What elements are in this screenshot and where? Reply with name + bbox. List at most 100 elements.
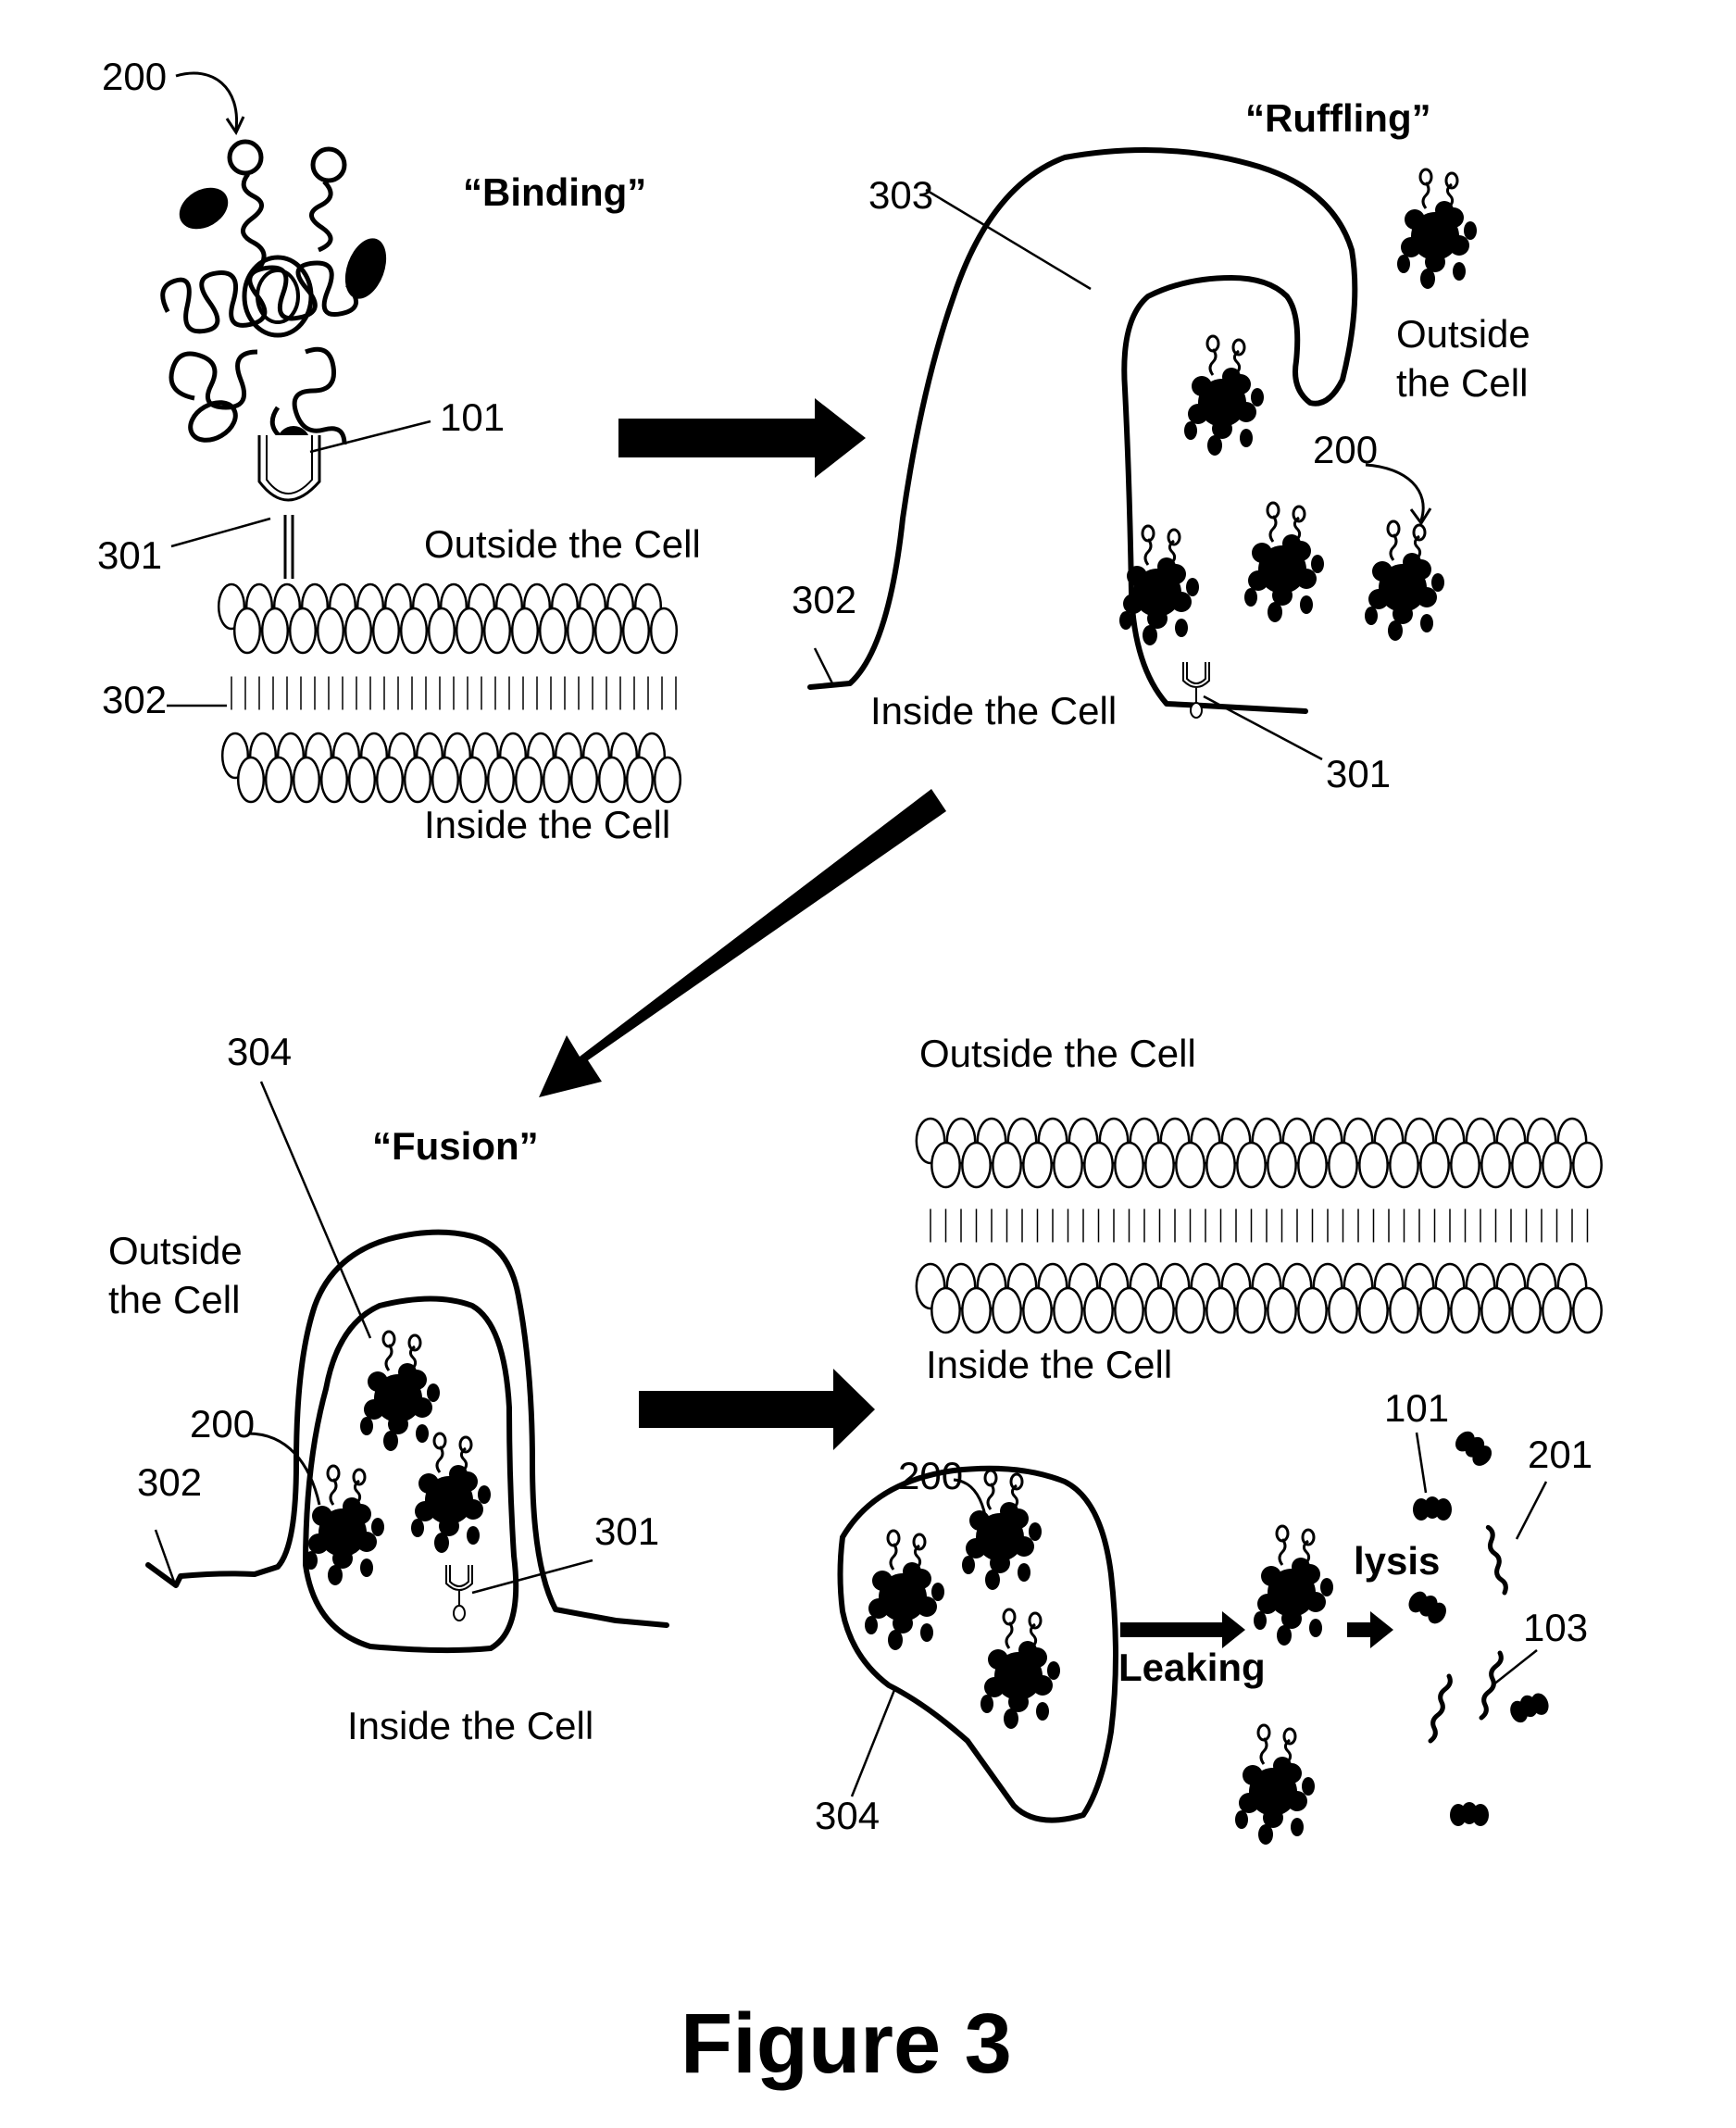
binding-membrane-lipid-head xyxy=(427,607,456,655)
nanoparticle-fusion-a xyxy=(358,1330,442,1453)
leader-201-release xyxy=(1515,1481,1548,1540)
receptor-301-binding xyxy=(257,435,321,579)
membrane-302-fusion xyxy=(145,1229,669,1628)
arrow-fusion-to-release xyxy=(639,1369,875,1450)
ref-101-binding: 101 xyxy=(440,395,505,439)
ref-200-fusion: 200 xyxy=(190,1402,255,1446)
release-membrane-lipid-head xyxy=(1358,1286,1389,1334)
outside-fusion-line1: Outside xyxy=(108,1229,243,1272)
binding-membrane-lipid-head xyxy=(232,607,262,655)
release-membrane-lipid-head xyxy=(1389,1141,1419,1189)
release-membrane-lipid-head xyxy=(1236,1286,1267,1334)
binding-membrane-lipid-head xyxy=(542,756,571,804)
ruffling-title: “Ruffling” xyxy=(1245,96,1431,140)
binding-membrane-lipid-head xyxy=(264,756,293,804)
fragment-c xyxy=(1506,1688,1552,1725)
nanoparticle-fusion-b xyxy=(303,1464,386,1587)
leader-302-fusion xyxy=(154,1529,176,1583)
release-membrane-lipid-head xyxy=(961,1141,992,1189)
vesicle-304-fusion xyxy=(303,1296,519,1654)
ref-304-release: 304 xyxy=(815,1794,880,1837)
leader-200-ruffle xyxy=(1365,463,1425,521)
ref-200-binding: 200 xyxy=(102,55,167,98)
binding-membrane-lipid-head xyxy=(566,607,595,655)
release-membrane-lipid-head xyxy=(1542,1141,1572,1189)
release-membrane-lipid-head xyxy=(1144,1286,1175,1334)
binding-membrane-lipid-head xyxy=(431,756,460,804)
release-membrane-lipid-head xyxy=(1053,1286,1083,1334)
release-membrane-lipid-head xyxy=(1358,1141,1389,1189)
binding-membrane-lipid-head xyxy=(514,756,543,804)
vesicle-304-release xyxy=(837,1465,1118,1823)
binding-membrane-lipid-head xyxy=(260,607,290,655)
leaking-label: Leaking xyxy=(1118,1646,1266,1689)
release-membrane-lipid-head xyxy=(1022,1286,1053,1334)
release-membrane-lipid-head xyxy=(930,1141,961,1189)
release-membrane-lipid-head xyxy=(1267,1286,1297,1334)
nanoparticle-leaked-a xyxy=(1252,1524,1335,1647)
release-membrane-lipid-head xyxy=(1083,1141,1114,1189)
release-membrane-lipid-head xyxy=(1450,1286,1480,1334)
release-membrane-lipid-head xyxy=(930,1286,961,1334)
figure-caption: Figure 3 xyxy=(681,1997,1012,2091)
release-membrane-lipid-head xyxy=(992,1141,1022,1189)
nanoparticle-release-a xyxy=(863,1529,946,1652)
ref-103-release: 103 xyxy=(1523,1606,1588,1649)
binding-membrane-lipid-head xyxy=(593,607,623,655)
outside-ruffle-line1: Outside xyxy=(1396,312,1530,356)
binding-membrane-lipid-head xyxy=(371,607,401,655)
release-membrane-lipid-head xyxy=(1511,1141,1542,1189)
binding-membrane-lipid-head xyxy=(375,756,405,804)
nanoparticle-fusion-c xyxy=(409,1432,493,1555)
binding-membrane-lipid-head xyxy=(316,607,345,655)
leader-103-release xyxy=(1492,1649,1538,1686)
release-membrane-lipid-head xyxy=(1572,1286,1603,1334)
binding-membrane-lipid-head xyxy=(486,756,516,804)
binding-membrane-lipid-head xyxy=(399,607,429,655)
receptor-301-fusion xyxy=(445,1564,473,1621)
leader-200-fusion xyxy=(247,1432,321,1506)
nanoparticle-ruffle-outside xyxy=(1395,168,1479,291)
outside-label-binding: Outside the Cell xyxy=(424,522,701,566)
ruffling-panel: “Ruffling” 303 Outside the Cell 200 302 … xyxy=(792,96,1530,795)
outside-fusion-line2: the Cell xyxy=(108,1278,240,1321)
binding-membrane-lipid-head xyxy=(510,607,540,655)
outside-ruffle-line2: the Cell xyxy=(1396,361,1528,405)
ref-302-ruffle: 302 xyxy=(792,578,856,621)
binding-title: “Binding” xyxy=(463,170,646,214)
release-membrane-lipid-head xyxy=(1114,1141,1144,1189)
release-membrane-lipid-head xyxy=(1328,1141,1358,1189)
binding-membrane-lipid-head xyxy=(347,756,377,804)
leader-200-binding xyxy=(175,71,239,131)
nanoparticle-leaked-b xyxy=(1233,1723,1317,1846)
leader-101-release xyxy=(1415,1432,1428,1494)
release-membrane-lipid-head xyxy=(961,1286,992,1334)
release-membrane-lipid-head xyxy=(1419,1286,1450,1334)
leaking-arrow xyxy=(1120,1611,1245,1648)
release-membrane-lipid-head xyxy=(1053,1141,1083,1189)
release-membrane-lipid-head xyxy=(1572,1141,1603,1189)
receptor-301-ruffle xyxy=(1182,661,1210,719)
binding-membrane-lipid-head xyxy=(482,607,512,655)
squiggle-a xyxy=(1430,1676,1450,1741)
inside-label-binding: Inside the Cell xyxy=(424,803,670,846)
fragment-101 xyxy=(1413,1496,1452,1521)
binding-membrane-lipid-head xyxy=(455,607,484,655)
lysis-arrow xyxy=(1347,1611,1393,1648)
binding-membrane-lipid-head xyxy=(653,756,682,804)
release-membrane-lipid-head xyxy=(1205,1286,1236,1334)
leader-301-fusion xyxy=(471,1558,593,1595)
binding-membrane-lipid-head xyxy=(292,756,321,804)
inside-label-release: Inside the Cell xyxy=(926,1343,1172,1386)
outside-label-release: Outside the Cell xyxy=(919,1032,1196,1075)
binding-membrane-lipid-head xyxy=(343,607,373,655)
nanoparticle-ruffle-a xyxy=(1182,334,1266,457)
arrow-binding-to-ruffling xyxy=(618,398,866,478)
leader-302-ruffle xyxy=(813,647,835,686)
binding-membrane-lipid-head xyxy=(649,607,679,655)
ref-304-fusion: 304 xyxy=(227,1030,292,1073)
binding-membrane-lipid-head xyxy=(538,607,568,655)
release-membrane-lipid-head xyxy=(1419,1141,1450,1189)
release-panel: Outside the Cell Inside the Cell Leaking… xyxy=(815,1032,1603,1846)
ref-200-release: 200 xyxy=(898,1454,963,1497)
